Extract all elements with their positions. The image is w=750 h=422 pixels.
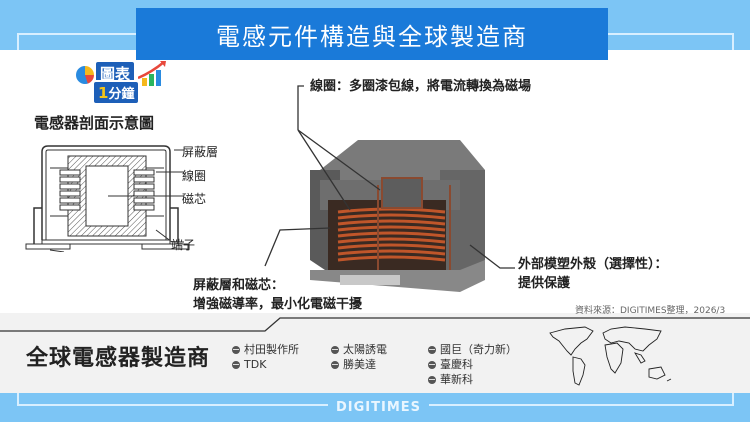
logo-line2: 1分鐘 [92, 80, 141, 105]
page-title-banner: 電感元件構造與全球製造商 [136, 8, 608, 60]
world-map-icon [549, 326, 672, 386]
chart-1min-logo: 圖表 1分鐘 [74, 58, 174, 105]
callout-shield-core-line2: 增強磁導率，最小化電磁干擾 [193, 297, 363, 312]
globe-icon [331, 360, 339, 369]
manufacturers-title: 全球電感器製造商 [26, 346, 211, 371]
callout-case-line2: 提供保護 [518, 276, 571, 291]
globe-icon [232, 360, 240, 369]
globe-icon [428, 360, 436, 369]
inductor-cross-section-diagram [25, 145, 189, 252]
manufacturer-column-2: 太陽誘電 勝美達 [331, 342, 387, 372]
manufacturer-item: TDK [232, 357, 299, 372]
callout-coil: 線圈：多圈漆包線，將電流轉換為磁場 [310, 79, 532, 94]
schematic-title: 電感器剖面示意圖 [34, 114, 155, 132]
label-coil: 線圈 [182, 169, 207, 183]
manufacturer-item: 國巨（奇力新） [428, 342, 517, 357]
globe-icon [428, 345, 436, 354]
manufacturer-item: 華新科 [428, 372, 517, 387]
label-terminal: 端子 [171, 238, 196, 252]
manufacturer-column-1: 村田製作所 TDK [232, 342, 299, 372]
globe-icon [232, 345, 240, 354]
manufacturer-item: 勝美達 [331, 357, 387, 372]
page-title: 電感元件構造與全球製造商 [216, 22, 528, 51]
globe-icon [428, 375, 436, 384]
label-shield: 屏蔽層 [182, 145, 219, 159]
manufacturer-item: 臺慶科 [428, 357, 517, 372]
manufacturer-item: 太陽誘電 [331, 342, 387, 357]
manufacturer-item: 村田製作所 [232, 342, 299, 357]
callout-shield-core-line1: 屏蔽層和磁芯： [193, 278, 285, 293]
digitimes-brand: DIGITIMES [328, 400, 430, 415]
bar-chart-icon [138, 61, 168, 86]
inductor-product-illustration [310, 140, 485, 292]
manufacturer-column-3: 國巨（奇力新） 臺慶科 華新科 [428, 342, 517, 387]
globe-icon [331, 345, 339, 354]
callout-case-line1: 外部模塑外殼（選擇性）： [518, 257, 668, 272]
source-note: 資料來源：DIGITIMES整理，2026/3 [575, 306, 726, 316]
label-core: 磁芯 [182, 192, 207, 206]
